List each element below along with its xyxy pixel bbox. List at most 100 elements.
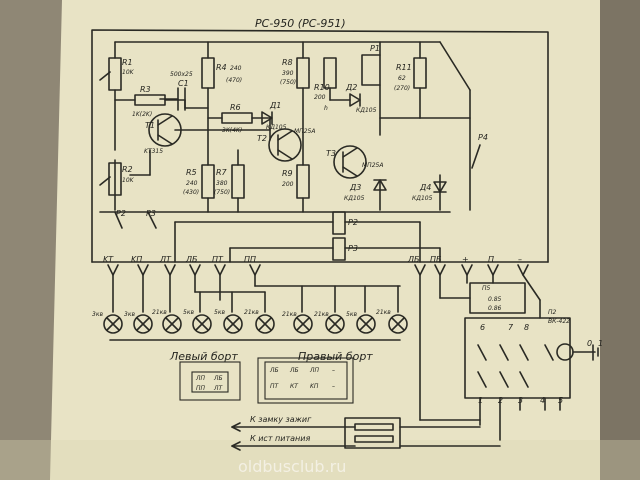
connector-labels: ЛП ЛБ ПП ЛТ ЛБ ЛБ ЛП – ПТ КТ KП – [195, 367, 335, 392]
label-r2: R2 [122, 165, 133, 174]
label-p5b: 0.86 [488, 305, 502, 312]
terminal-label: ПТ [212, 255, 224, 264]
label-d1: Д1 [269, 101, 281, 110]
terminal-label: – [518, 255, 522, 264]
label-r10-value: 200 [314, 94, 326, 101]
label-d4-value: КД105 [412, 195, 433, 202]
label-one: 1 [598, 339, 603, 348]
diode-d1 [261, 111, 273, 125]
label-r9-value: 200 [282, 181, 294, 188]
resistor-r2 [108, 162, 122, 196]
label-p1: P1 [370, 44, 380, 53]
resistor-r11 [413, 57, 427, 89]
switch-number: 3 [518, 396, 523, 405]
terminal-label: KП [131, 255, 142, 264]
label-r3: R3 [140, 85, 151, 94]
switch-number: 4 [540, 396, 545, 405]
resistor-r8 [296, 57, 310, 89]
lamps [103, 314, 408, 334]
label-t2: T2 [257, 134, 267, 143]
power-lead-label: К ист питания [250, 434, 310, 443]
label-r8-value: 390 [282, 70, 294, 77]
lamp-5 [223, 314, 243, 334]
connector-right-inner [264, 361, 348, 400]
relay-p2 [332, 211, 346, 235]
connector-right-label: ЛБ [269, 367, 279, 374]
label-d2-value: КД105 [356, 107, 377, 114]
main-frame [91, 29, 549, 263]
resistor-r5 [201, 164, 215, 199]
paper-edge-shadow [600, 0, 640, 480]
label-relay-p2: P2 [348, 218, 358, 227]
switch-number: 1 [478, 396, 483, 405]
transistor-t1 [148, 113, 182, 147]
label-d3-value: КД105 [344, 195, 365, 202]
lamp-wiring [109, 274, 401, 341]
watermark: oldbusclub.ru [238, 457, 346, 476]
label-t3-value: MП25A [362, 162, 383, 169]
resistor-r4 [201, 57, 215, 89]
diodes [261, 93, 447, 193]
lamp-8 [325, 314, 345, 334]
lamp-4 [192, 314, 212, 334]
connector-left-label: ПП [196, 385, 206, 392]
lamp-label: 21кв [376, 309, 391, 316]
diode-d2 [349, 93, 361, 107]
relay-contacts [114, 144, 481, 263]
switch-numbers: 6 7 8 1 2 3 4 5 [478, 323, 563, 405]
lamp-label: 21кв [282, 311, 297, 318]
label-p5: П5 [482, 285, 491, 292]
connector-right-label: ЛБ [289, 367, 299, 374]
label-r10: R10 [314, 83, 330, 92]
label-t1: T1 [145, 121, 155, 130]
label-d1-value: КД105 [266, 124, 287, 131]
connector-right-label: КТ [290, 383, 299, 390]
connector-right [257, 357, 354, 404]
terminal-label: ЛТ [159, 255, 172, 264]
lamp-label: 21кв [152, 309, 167, 316]
connectors [179, 357, 354, 404]
label-d2: Д2 [345, 83, 357, 92]
label-h: h [324, 105, 328, 112]
label-t3: T3 [326, 149, 336, 158]
connector-right-label: ЛП [309, 367, 320, 374]
connector-right-label: – [332, 383, 335, 390]
label-c1: C1 [178, 79, 189, 88]
lead-fuse-2 [354, 435, 394, 443]
switch-number: 2 [498, 396, 503, 405]
relay-p3 [332, 237, 346, 261]
lamp-label: 5кв [346, 311, 357, 318]
switch-number: 5 [558, 396, 563, 405]
label-r1-value: 10K [122, 69, 135, 76]
lamp-2 [133, 314, 153, 334]
label-p2: P2 [116, 209, 126, 218]
lamp-1 [103, 314, 123, 334]
label-t2-value: MП25A [294, 128, 315, 135]
label-r1: R1 [122, 58, 133, 67]
label-d4: Д4 [419, 183, 431, 192]
lamp-6 [255, 314, 275, 334]
label-zero: 0 [587, 339, 592, 348]
resistor-r1 [108, 57, 122, 91]
lamp-7 [293, 314, 313, 334]
right-side-label: Правый борт [298, 350, 373, 363]
lamp-label: 21кв [244, 309, 259, 316]
label-t1-value: KT315 [144, 148, 163, 155]
connector-left-inner [191, 371, 229, 393]
label-p6: П2 [548, 309, 557, 316]
terminal-label: ПБ [430, 255, 442, 264]
lamp-10 [388, 314, 408, 334]
label-r7-alt: (750) [214, 189, 230, 196]
connector-left-label: ЛБ [213, 375, 223, 382]
terminal-label: П [488, 255, 494, 264]
paper-sheet [50, 0, 612, 480]
label-c1-value: 500x25 [170, 71, 193, 78]
label-r6: R6 [230, 103, 241, 112]
label-r9: R9 [282, 169, 293, 178]
label-relay-p3: P3 [348, 244, 358, 253]
label-r11-value: 62 [398, 75, 406, 82]
label-p5a: 0.85 [488, 296, 502, 303]
lamp-label: 3кв [92, 311, 103, 318]
lamp-label: 5кв [183, 309, 194, 316]
